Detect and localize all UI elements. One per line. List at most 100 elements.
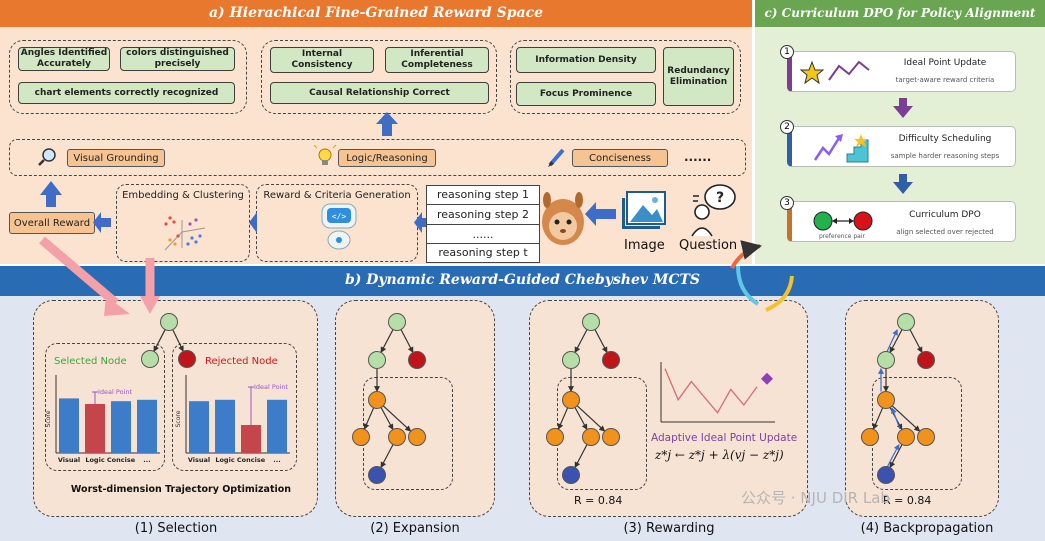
embedding-clustering-label: Embedding & Clustering (122, 190, 244, 201)
section-a-header: a) Hierachical Fine-Grained Reward Space (0, 0, 752, 27)
rejected-node-label: Rejected Node (205, 356, 278, 367)
tree-edge (574, 444, 588, 469)
step-divider (426, 204, 540, 205)
curriculum-step-2-title: Difficulty Scheduling (898, 134, 992, 144)
section-a-title: a) Hierachical Fine-Grained Reward Space (208, 5, 543, 21)
reward-value-label: R = 0.84 (574, 494, 623, 507)
bar-label: Visual (58, 456, 80, 464)
section-c-header: c) Curriculum DPO for Policy Alignment (755, 0, 1045, 27)
svg-text:</>: </> (332, 212, 347, 221)
tree-edge (574, 407, 588, 431)
tree-edge (889, 444, 903, 469)
section-a-graphics: </> ? (38, 112, 736, 251)
tree-node (562, 391, 580, 409)
llama-mascot-icon (542, 192, 584, 245)
tree-edge (909, 329, 923, 354)
criterion-redundancy-elimination: Redundancy Elimination (663, 47, 734, 106)
down-arrow-icon (893, 174, 913, 194)
curriculum-step-1-card (787, 51, 1016, 92)
bar-label: ... (273, 456, 280, 464)
criterion-inferential-completeness: Inferential Completeness (385, 47, 489, 73)
pink-flow-arrows (39, 236, 160, 316)
stage-rewarding-label: (3) Rewarding (623, 521, 715, 536)
bar-label: ... (143, 456, 150, 464)
reward-generation-label: Reward & Criteria Generation (263, 190, 411, 201)
reward-line (664, 368, 758, 414)
score-bar (59, 398, 79, 453)
tree-node (582, 428, 600, 446)
tree-node (408, 351, 426, 369)
bar-label: Logic (215, 456, 234, 464)
criterion-causal-relationship: Causal Relationship Correct (270, 82, 489, 104)
rejected-node-box (172, 343, 297, 471)
question-icon: ? (691, 184, 736, 237)
tree-edge (889, 329, 903, 354)
score-bar (189, 401, 209, 453)
section-b-header: b) Dynamic Reward-Guided Chebyshev MCTS (0, 266, 1045, 296)
tree-edge (380, 407, 394, 431)
section-c-title: c) Curriculum DPO for Policy Alignment (764, 6, 1036, 20)
stage-expansion-label: (2) Expansion (370, 521, 460, 536)
up-arrow-icon (376, 112, 398, 136)
tree-edge (153, 329, 166, 352)
tree-edge (576, 405, 606, 432)
criterion-chart-elements: chart elements correctly recognized (18, 82, 235, 104)
tree-edge (363, 407, 375, 430)
tree-node (352, 428, 370, 446)
pen-icon (548, 148, 565, 167)
tree-edge (380, 444, 394, 469)
ideal-point-label: Ideal Point (98, 388, 132, 396)
tree-node (877, 351, 895, 369)
dimension-ellipsis: ...... (684, 150, 712, 164)
visual-criteria-group (9, 40, 247, 114)
tree-node (388, 428, 406, 446)
score-bar (137, 399, 157, 453)
scatter-cluster-icon (164, 216, 206, 251)
tree-node (368, 466, 386, 484)
curriculum-step-1-title: Ideal Point Update (903, 58, 987, 68)
tree-node (897, 428, 915, 446)
tree-edge (400, 329, 414, 354)
selected-node-label: Selected Node (54, 356, 127, 367)
left-arrow-icon (585, 202, 616, 226)
backprop-tree (861, 313, 935, 484)
curriculum-step-2-sub: sample harder reasoning steps (890, 152, 1000, 160)
rewarding-tree (546, 313, 620, 484)
logic-criteria-group (261, 40, 497, 114)
tree-node (178, 350, 196, 368)
tree-node (408, 428, 426, 446)
tree-edge (557, 407, 569, 430)
tree-node (368, 351, 386, 369)
tree-node (877, 466, 895, 484)
reward-dimensions-row (9, 139, 746, 176)
step-divider (426, 224, 540, 225)
curriculum-step-3-sub: align selected over rejected (896, 228, 994, 236)
reasoning-step-t: reasoning step t (438, 246, 528, 259)
down-arrow-icon (893, 98, 913, 118)
image-icon (622, 191, 666, 229)
tree-node (917, 428, 935, 446)
star-icon (799, 60, 825, 85)
stage-selection-label: (1) Selection (134, 521, 218, 536)
tree-node (582, 313, 600, 331)
growth-arrow-icon (813, 134, 843, 161)
preference-pair-label: preference pair (819, 233, 865, 240)
tree-edge (872, 407, 884, 430)
tree-edge (574, 329, 588, 354)
tree-edge (594, 329, 608, 354)
tree-node (562, 351, 580, 369)
tree-node (368, 391, 386, 409)
bar-label: Logic (85, 456, 104, 464)
dimension-visual-grounding: Visual Grounding (67, 149, 165, 167)
expansion-tree (352, 313, 426, 484)
tree-node (917, 351, 935, 369)
magnifier-icon (38, 148, 56, 166)
preference-pair-icon (813, 211, 873, 231)
curriculum-step-3-number: 3 (780, 196, 794, 210)
dimension-conciseness: Conciseness (572, 149, 668, 167)
left-arrow-icon (93, 212, 111, 233)
tree-node (141, 350, 159, 368)
